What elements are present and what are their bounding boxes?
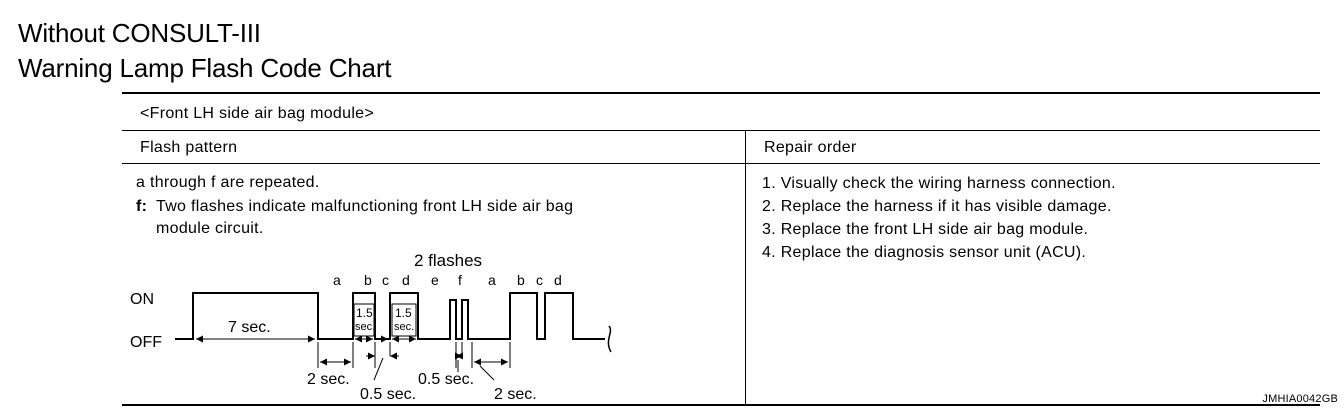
- table-header-rule: [122, 130, 1320, 131]
- flash-waveform-diagram: ON OFF 1.5 sec. 1.5 sec. 7 sec. 2 sec.: [130, 251, 612, 403]
- phase-letter-1-a: a: [333, 272, 341, 288]
- dimension-ticks: [317, 342, 511, 368]
- two-sec-label-1: 2 sec.: [307, 371, 350, 388]
- phase-letter-1-c: c: [382, 272, 389, 288]
- table-column-header-rule: [122, 163, 1320, 164]
- two-flashes-label: 2 flashes: [414, 251, 482, 270]
- section-title: <Front LH side air bag module>: [140, 105, 375, 122]
- phase-letter-2-a: a: [488, 272, 496, 288]
- phase-letter-2-b: b: [517, 272, 525, 288]
- half-sec-label-2: 0.5 sec.: [418, 371, 474, 388]
- flash-note-f-text: Two flashes indicate malfunctioning fron…: [156, 198, 574, 215]
- break-mark: [607, 325, 612, 353]
- on-label: ON: [130, 291, 154, 308]
- column-header-repair-order: Repair order: [764, 139, 857, 156]
- one-five-sec-2: sec.: [394, 321, 414, 333]
- table-bottom-rule: [122, 404, 1320, 406]
- seven-sec-label: 7 sec.: [228, 319, 271, 336]
- phase-letter-1-e: e: [431, 272, 439, 288]
- one-five-value-2: 1.5: [395, 306, 412, 320]
- repair-step-2: 2. Replace the harness if it has visible…: [762, 198, 1112, 215]
- half-sec-label-1: 0.5 sec.: [360, 386, 416, 403]
- flash-note-repeat: a through f are repeated.: [136, 174, 320, 191]
- figure-reference-code: JMHIA0042GB: [1262, 393, 1338, 405]
- table-column-divider: [745, 130, 746, 405]
- repair-step-3: 3. Replace the front LH side air bag mod…: [762, 221, 1089, 238]
- phase-letter-1-b: b: [364, 272, 372, 288]
- phase-letter-2-d: d: [554, 272, 562, 288]
- column-header-flash-pattern: Flash pattern: [140, 139, 238, 156]
- page-title: Without CONSULT-III: [18, 18, 261, 48]
- one-five-sec-1: sec.: [355, 321, 375, 333]
- off-label: OFF: [130, 334, 162, 351]
- repair-step-1: 1. Visually check the wiring harness con…: [762, 175, 1116, 192]
- one-five-value-1: 1.5: [356, 306, 373, 320]
- table-top-rule: [122, 92, 1320, 94]
- phase-letter-1-f: f: [458, 272, 462, 288]
- phase-letter-2-c: c: [536, 272, 543, 288]
- phase-letter-1-d: d: [402, 272, 410, 288]
- two-sec-label-2: 2 sec.: [494, 386, 537, 403]
- flash-signal-trace: [175, 292, 605, 340]
- repair-step-4: 4. Replace the diagnosis sensor unit (AC…: [762, 244, 1087, 261]
- flash-note-f-prefix: f:: [136, 198, 148, 215]
- interval-arrows: [320, 335, 508, 381]
- flash-note-f-continued: module circuit.: [156, 220, 264, 237]
- chart-title: Warning Lamp Flash Code Chart: [18, 53, 392, 83]
